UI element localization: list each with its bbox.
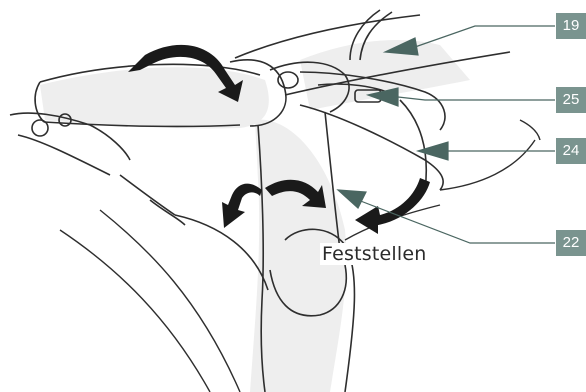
frame-tube — [60, 210, 240, 392]
callout-22: 22 — [556, 230, 586, 256]
callout-25: 25 — [556, 87, 586, 113]
shading — [40, 40, 470, 392]
callout-24: 24 — [556, 138, 586, 164]
rotate-arrow-left — [222, 184, 262, 228]
callout-19: 19 — [556, 13, 586, 39]
lock-caption: Feststellen — [320, 243, 428, 265]
brake-lever-left — [10, 113, 268, 290]
lock-arrow — [355, 178, 430, 234]
